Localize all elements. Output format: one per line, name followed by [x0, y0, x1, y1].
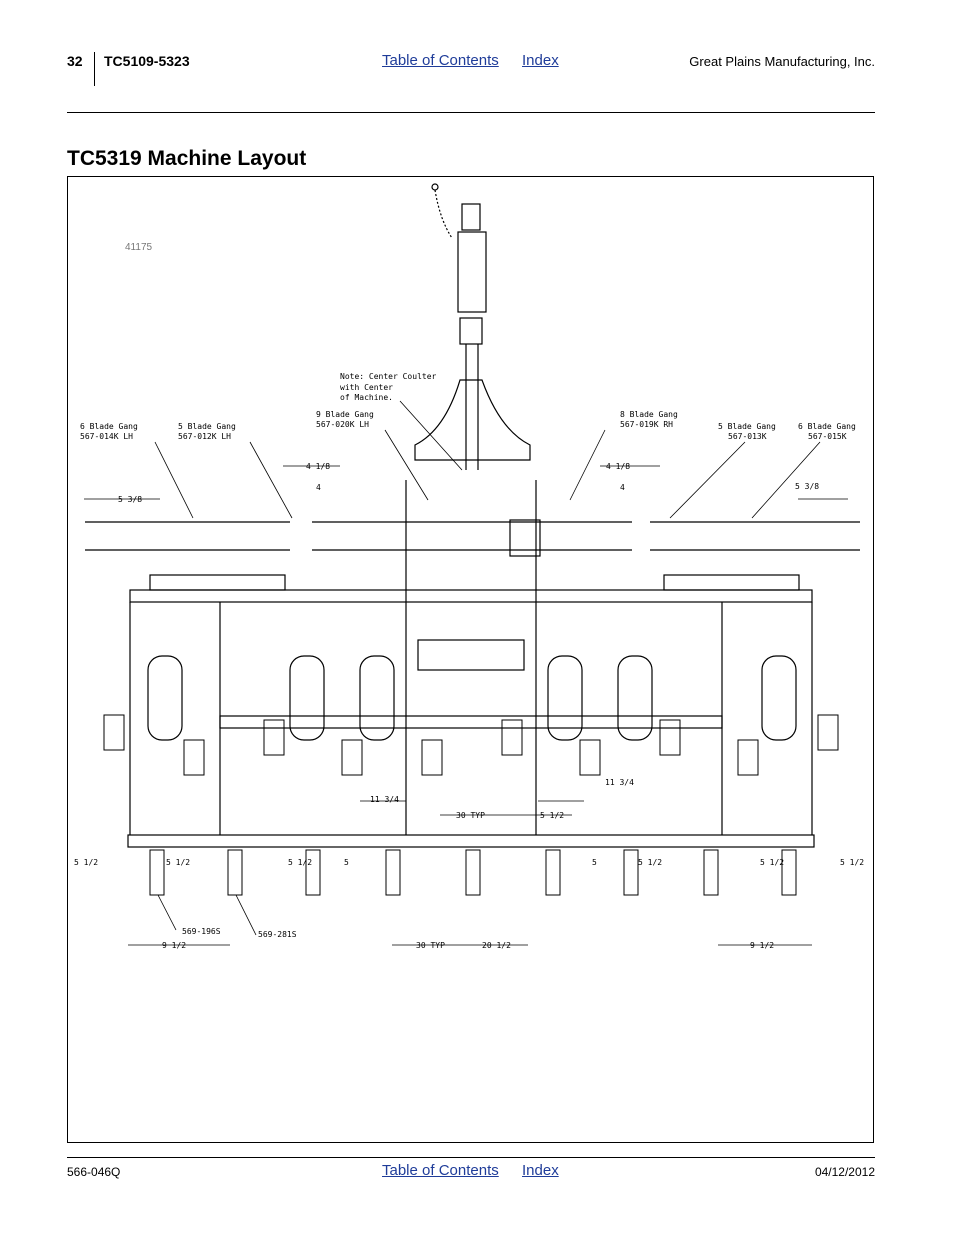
dim-11-3-4-right: 11 3/4 — [605, 778, 634, 787]
footer-date: 04/12/2012 — [814, 1165, 875, 1179]
g1-name: 6 Blade Gang — [80, 422, 138, 431]
g2-part: 567-012K LH — [178, 432, 231, 441]
g1-part: 567-014K LH — [80, 432, 133, 441]
dim-5-1-2-a: 5 1/2 — [74, 858, 98, 867]
dim-5-1-2-d: 5 1/2 — [638, 858, 662, 867]
note-line-2: with Center — [340, 383, 393, 392]
dim-5-1-2-c: 5 1/2 — [288, 858, 312, 867]
header-divider — [94, 52, 95, 86]
header-toc-link[interactable]: Table of Contents — [382, 52, 499, 69]
dim-5-3-8-right: 5 3/8 — [795, 482, 819, 491]
footer-rule — [67, 1157, 875, 1158]
dim-4-left: 4 — [316, 483, 321, 492]
note-line-3: of Machine. — [340, 393, 393, 402]
footer-toc-link[interactable]: Table of Contents — [382, 1162, 499, 1179]
g3-name: 9 Blade Gang — [316, 410, 374, 419]
dim-30-typ-upper: 30 TYP — [456, 811, 485, 820]
dim-4-1-8-left: 4 1/8 — [306, 462, 330, 471]
part-569-196s: 569-196S — [182, 927, 221, 936]
page-title: TC5319 Machine Layout — [67, 147, 307, 170]
dim-5-1-2-b: 5 1/2 — [166, 858, 190, 867]
dim-4-right: 4 — [620, 483, 625, 492]
dim-11-3-4-left: 11 3/4 — [370, 795, 399, 804]
g5-part: 567-013K — [728, 432, 767, 441]
doc-number: 566-046Q — [67, 1165, 121, 1179]
dim-9-1-2-left: 9 1/2 — [162, 941, 186, 950]
g2-name: 5 Blade Gang — [178, 422, 236, 431]
header-rule — [67, 112, 875, 113]
dim-5-b: 5 — [592, 858, 597, 867]
g6-part: 567-015K — [808, 432, 847, 441]
company-name: Great Plains Manufacturing, Inc. — [689, 54, 875, 69]
part-569-281s: 569-281S — [258, 930, 297, 939]
dim-5-1-2-center: 5 1/2 — [540, 811, 564, 820]
dim-4-1-8-right: 4 1/8 — [606, 462, 630, 471]
dim-5-1-2-f: 5 1/2 — [840, 858, 864, 867]
dim-5-a: 5 — [344, 858, 349, 867]
g4-name: 8 Blade Gang — [620, 410, 678, 419]
dim-30-typ-lower: 30 TYP — [416, 941, 445, 950]
footer-index-link[interactable]: Index — [522, 1162, 559, 1179]
g4-part: 567-019K RH — [620, 420, 673, 429]
dim-9-1-2-right: 9 1/2 — [750, 941, 774, 950]
model-title: TC5109-5323 — [104, 53, 190, 69]
g6-name: 6 Blade Gang — [798, 422, 856, 431]
dim-5-3-8-left: 5 3/8 — [118, 495, 142, 504]
dim-5-1-2-e: 5 1/2 — [760, 858, 784, 867]
page-number: 32 — [67, 53, 83, 69]
header-index-link[interactable]: Index — [522, 52, 559, 69]
g5-name: 5 Blade Gang — [718, 422, 776, 431]
dim-20-1-2: 20 1/2 — [482, 941, 511, 950]
g3-part: 567-020K LH — [316, 420, 369, 429]
note-line-1: Note: Center Coulter — [340, 372, 437, 381]
figure-id: 41175 — [125, 242, 153, 253]
figure-frame — [67, 176, 874, 1143]
